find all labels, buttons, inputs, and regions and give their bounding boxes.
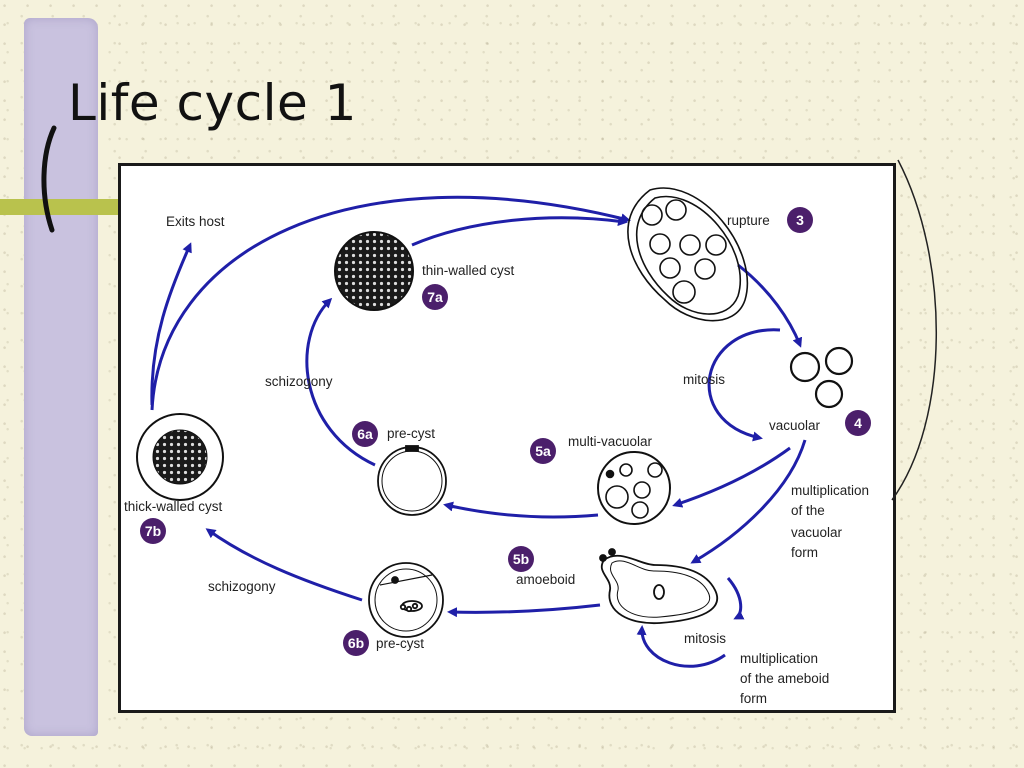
stage-badge-4: 4 [845, 410, 871, 436]
arrow-vacuolar-to-multi [672, 446, 791, 508]
label-schizogony-top: schizogony [265, 374, 333, 389]
arrow-thin-to-rupture [411, 216, 628, 247]
label-mitosis-top: mitosis [683, 372, 726, 387]
stage-badge-5a: 5a [530, 438, 556, 464]
pre-cyst-b-cell [368, 562, 444, 638]
label-mitosis-bottom: mitosis [684, 631, 727, 646]
amoeboid-cell [599, 548, 718, 625]
label-schizogony-bottom: schizogony [208, 579, 276, 594]
label-exits-host: Exits host [166, 214, 225, 229]
slide-title: Life cycle 1 [68, 74, 357, 132]
arrow-vacuolar-to-amoeboid [690, 439, 807, 564]
label-multiplication-vacuolar-2: of the [791, 503, 825, 518]
arrow-mitosis-loop-top [707, 328, 781, 442]
arrow-to-rupture [150, 195, 631, 411]
arrow-mitosis-loop-bottom [726, 577, 745, 620]
label-pre-cyst-b: pre-cyst [376, 636, 425, 651]
stage-badge-6a: 6a [352, 421, 378, 447]
arrow-rupture-to-vacuolar [737, 263, 803, 348]
decorative-accent-bar [0, 199, 118, 215]
arrow-precyst-a-to-thin [305, 297, 376, 467]
label-pre-cyst-a: pre-cyst [387, 426, 436, 441]
label-multiplication-ameboid-1: multiplication [740, 651, 819, 666]
pre-cyst-a-cell [377, 445, 447, 516]
label-multiplication-ameboid-2: of the ameboid [740, 671, 830, 686]
thin-walled-cyst-cell [334, 231, 414, 311]
arrow-multi-to-precyst-a [443, 501, 599, 519]
bracket-ornament [41, 125, 57, 233]
life-cycle-diagram [118, 163, 896, 713]
stage-badge-6b: 6b [343, 630, 369, 656]
label-thick-walled-cyst: thick-walled cyst [124, 499, 223, 514]
stage-badge-7b: 7b [140, 518, 166, 544]
stage-badge-3: 3 [787, 207, 813, 233]
label-thin-walled-cyst: thin-walled cyst [422, 263, 515, 278]
label-multi-vacuolar: multi-vacuolar [568, 434, 653, 449]
rupture-cell [627, 187, 749, 322]
stage-badge-7a: 7a [422, 284, 448, 310]
stage-badge-5b: 5b [508, 546, 534, 572]
label-multiplication-ameboid-3: form [740, 691, 767, 706]
arrow-mitosis-loop-bottom-2 [636, 625, 726, 668]
arrow-precyst-b-to-thick [205, 528, 363, 602]
multi-vacuolar-cell [597, 451, 671, 525]
label-amoeboid: amoeboid [516, 572, 576, 587]
decorative-side-bar [24, 18, 98, 736]
vacuolar-cells [789, 346, 854, 409]
label-multiplication-vacuolar-4: form [791, 545, 818, 560]
label-rupture: rupture [727, 213, 770, 228]
label-vacuolar: vacuolar [769, 418, 821, 433]
label-multiplication-vacuolar-3: vacuolar [791, 525, 843, 540]
label-multiplication-vacuolar-1: multiplication [791, 483, 870, 498]
arrow-amoeboid-to-precyst-b [447, 603, 601, 618]
arrow-exits-host [150, 242, 192, 406]
